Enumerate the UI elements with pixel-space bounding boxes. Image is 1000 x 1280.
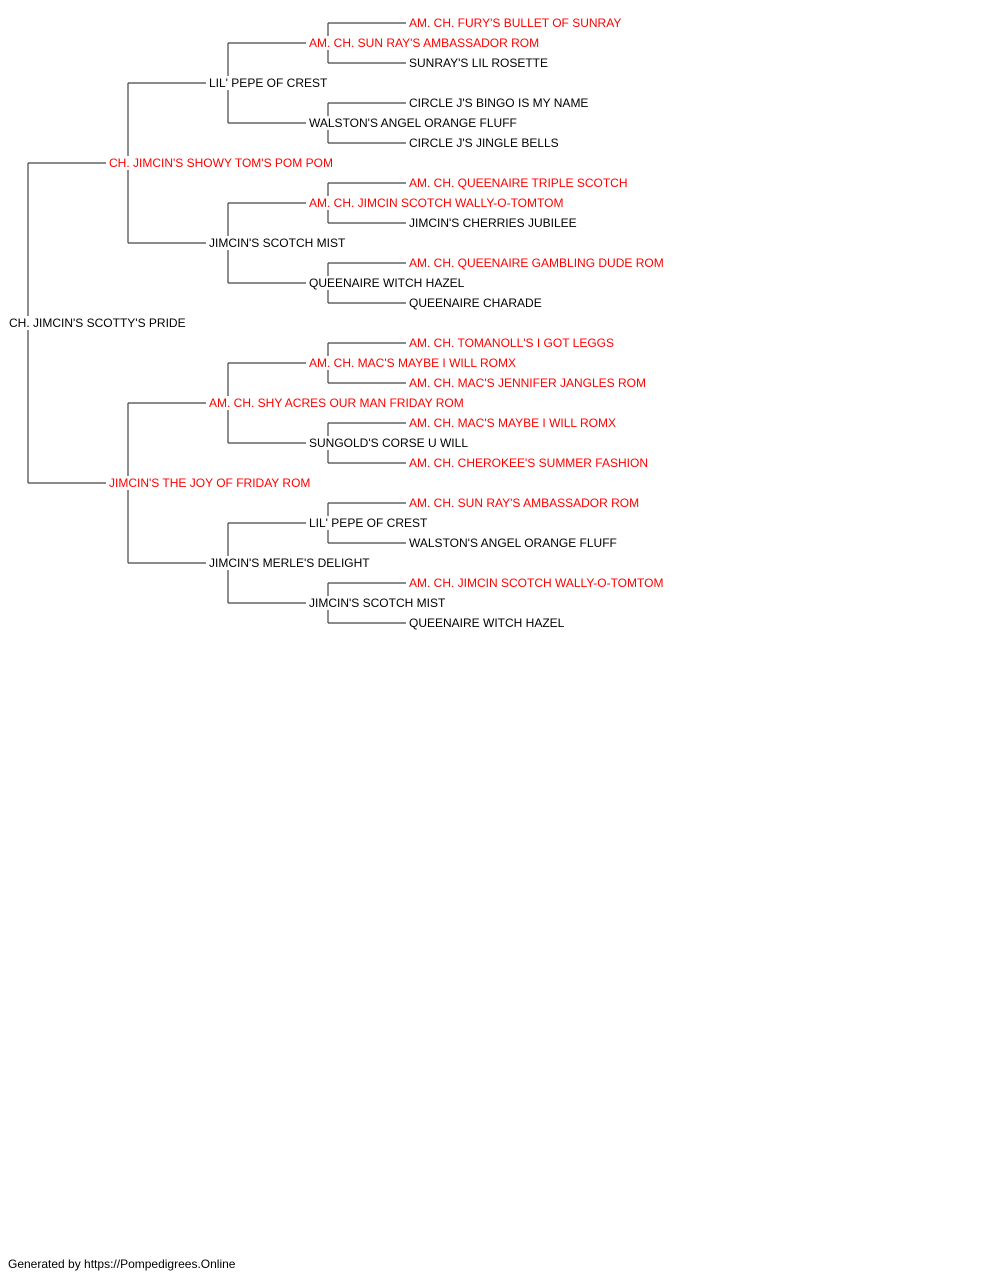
dog-name-gen3: QUEENAIRE WITCH HAZEL bbox=[308, 276, 466, 290]
dog-name-gen3: JIMCIN'S SCOTCH MIST bbox=[308, 596, 447, 610]
dog-name-gen4: WALSTON'S ANGEL ORANGE FLUFF bbox=[408, 536, 618, 550]
dog-name-gen4: AM. CH. MAC'S JENNIFER JANGLES ROM bbox=[408, 376, 647, 390]
dog-name-gen2: JIMCIN'S SCOTCH MIST bbox=[208, 236, 347, 250]
dog-name-gen4: QUEENAIRE WITCH HAZEL bbox=[408, 616, 566, 630]
dog-name-gen4: QUEENAIRE CHARADE bbox=[408, 296, 543, 310]
dog-name-gen4: AM. CH. JIMCIN SCOTCH WALLY-O-TOMTOM bbox=[408, 576, 665, 590]
dog-name-gen1: CH. JIMCIN'S SHOWY TOM'S POM POM bbox=[108, 156, 334, 170]
dog-name-gen3: SUNGOLD'S CORSE U WILL bbox=[308, 436, 469, 450]
dog-name-gen3: WALSTON'S ANGEL ORANGE FLUFF bbox=[308, 116, 518, 130]
dog-name-gen4: AM. CH. QUEENAIRE GAMBLING DUDE ROM bbox=[408, 256, 665, 270]
dog-name-gen4: CIRCLE J'S JINGLE BELLS bbox=[408, 136, 560, 150]
dog-name-gen4: JIMCIN'S CHERRIES JUBILEE bbox=[408, 216, 578, 230]
dog-name-gen2: AM. CH. SHY ACRES OUR MAN FRIDAY ROM bbox=[208, 396, 465, 410]
dog-name-gen3: LIL' PEPE OF CREST bbox=[308, 516, 429, 530]
dog-name-gen4: AM. CH. CHEROKEE'S SUMMER FASHION bbox=[408, 456, 649, 470]
dog-name-gen2: JIMCIN'S MERLE'S DELIGHT bbox=[208, 556, 371, 570]
dog-name-gen4: AM. CH. FURY'S BULLET OF SUNRAY bbox=[408, 16, 623, 30]
dog-name-gen1: JIMCIN'S THE JOY OF FRIDAY ROM bbox=[108, 476, 312, 490]
dog-name-gen3: AM. CH. MAC'S MAYBE I WILL ROMX bbox=[308, 356, 517, 370]
dog-name-gen3: AM. CH. JIMCIN SCOTCH WALLY-O-TOMTOM bbox=[308, 196, 565, 210]
dog-name-gen4: AM. CH. MAC'S MAYBE I WILL ROMX bbox=[408, 416, 617, 430]
dog-name-gen3: AM. CH. SUN RAY'S AMBASSADOR ROM bbox=[308, 36, 541, 50]
dog-name-gen4: SUNRAY'S LIL ROSETTE bbox=[408, 56, 549, 70]
dog-name-gen2: LIL' PEPE OF CREST bbox=[208, 76, 329, 90]
dog-name-gen4: AM. CH. TOMANOLL'S I GOT LEGGS bbox=[408, 336, 616, 350]
dog-name-gen4: AM. CH. SUN RAY'S AMBASSADOR ROM bbox=[408, 496, 641, 510]
dog-name-gen4: CIRCLE J'S BINGO IS MY NAME bbox=[408, 96, 590, 110]
dog-name-gen0: CH. JIMCIN'S SCOTTY'S PRIDE bbox=[8, 316, 187, 330]
footer-credit: Generated by https://Pompedigrees.Online bbox=[8, 1257, 236, 1271]
dog-name-gen4: AM. CH. QUEENAIRE TRIPLE SCOTCH bbox=[408, 176, 629, 190]
